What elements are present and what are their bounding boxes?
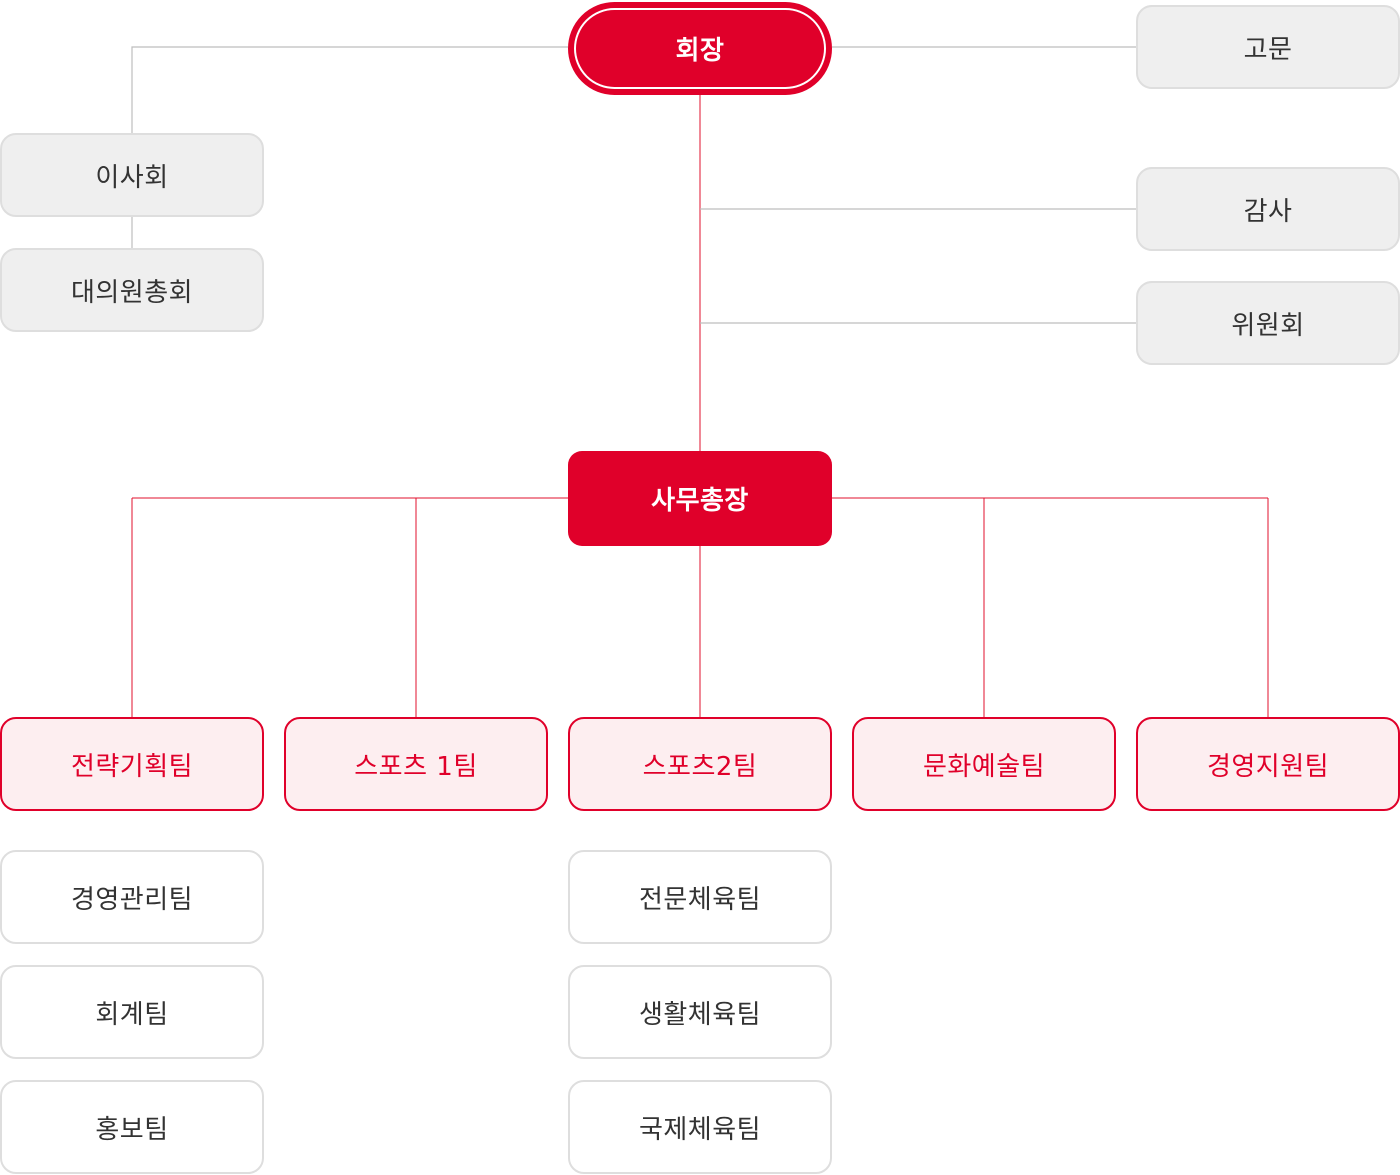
committee-label: 위원회 — [1231, 310, 1305, 341]
team-label: 경영관리팀 — [70, 884, 194, 915]
secretary-general-node: 사무총장 — [568, 451, 832, 546]
advisor-label: 고문 — [1243, 34, 1293, 65]
dept-label: 스포츠2팀 — [642, 751, 758, 782]
advisor-node: 고문 — [1136, 5, 1400, 89]
team-elite-sports: 전문체육팀 — [568, 850, 832, 944]
team-accounting: 회계팀 — [0, 965, 264, 1059]
team-management-admin: 경영관리팀 — [0, 850, 264, 944]
chairman-node: 회장 — [568, 2, 832, 95]
dept-strategy-planning: 전략기획팀 — [0, 717, 264, 811]
dept-sports-2: 스포츠2팀 — [568, 717, 832, 811]
general-assembly-label: 대의원총회 — [70, 277, 194, 308]
team-public-relations: 홍보팀 — [0, 1080, 264, 1174]
general-assembly-node: 대의원총회 — [0, 248, 264, 332]
dept-label: 전략기획팀 — [70, 751, 194, 782]
secretary-general-label: 사무총장 — [651, 486, 749, 516]
connector-chairman-board — [131, 46, 568, 133]
team-label: 회계팀 — [95, 999, 169, 1030]
team-label: 국제체육팀 — [638, 1114, 762, 1145]
team-label: 홍보팀 — [95, 1114, 169, 1145]
board-of-directors-label: 이사회 — [95, 162, 169, 193]
dept-sports-1: 스포츠 1팀 — [284, 717, 548, 811]
dept-label: 스포츠 1팀 — [354, 751, 478, 782]
audit-label: 감사 — [1243, 196, 1293, 227]
dept-label: 문화예술팀 — [922, 751, 1046, 782]
dept-management-support: 경영지원팀 — [1136, 717, 1400, 811]
dept-label: 경영지원팀 — [1206, 751, 1330, 782]
chairman-label: 회장 — [675, 36, 725, 66]
audit-node: 감사 — [1136, 167, 1400, 251]
board-of-directors-node: 이사회 — [0, 133, 264, 217]
team-international-sports: 국제체육팀 — [568, 1080, 832, 1174]
dept-culture-arts: 문화예술팀 — [852, 717, 1116, 811]
team-label: 생활체육팀 — [638, 999, 762, 1030]
committee-node: 위원회 — [1136, 281, 1400, 365]
team-community-sports: 생활체육팀 — [568, 965, 832, 1059]
team-label: 전문체육팀 — [638, 884, 762, 915]
